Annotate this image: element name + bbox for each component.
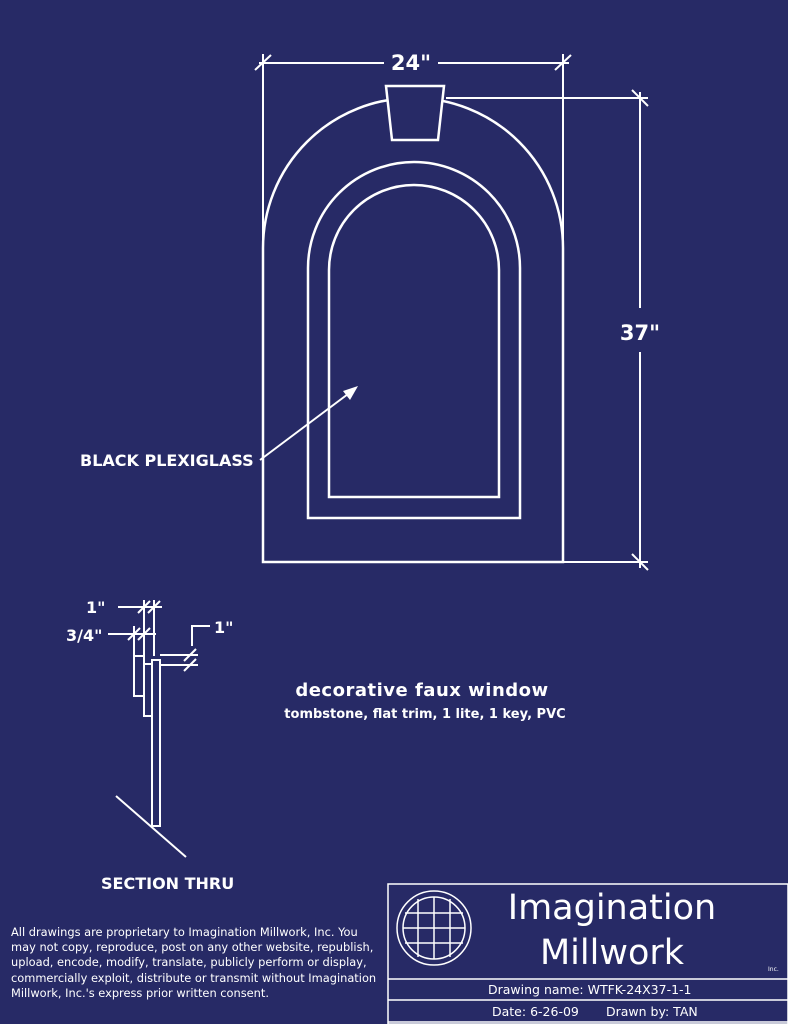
company-name-line2: Millwork	[539, 933, 685, 973]
section-dim-label-side: 1"	[214, 618, 233, 637]
window-keystone	[384, 84, 446, 142]
height-tick-top	[631, 89, 649, 107]
drawn-by-value: TAN	[673, 1004, 698, 1019]
section-trim-profile	[133, 655, 145, 697]
glass-callout-label: BLACK PLEXIGLASS	[80, 451, 254, 470]
drawn-by-row: Drawn by: TAN	[606, 1004, 698, 1019]
window-glass-opening	[327, 183, 501, 499]
height-dimension-label: 37"	[620, 321, 660, 345]
height-tick-bottom	[631, 553, 649, 571]
drawing-name-row: Drawing name: WTFK-24X37-1-1	[488, 982, 692, 997]
legal-notice: All drawings are proprietary to Imaginat…	[11, 925, 377, 1000]
width-dimension	[254, 54, 572, 250]
date-label: Date:	[492, 1004, 527, 1019]
section-dim-tick	[147, 600, 161, 614]
window-trim-outer	[306, 160, 522, 520]
section-dim-tick	[127, 627, 141, 641]
product-subtitle: tombstone, flat trim, 1 lite, 1 key, PVC	[284, 707, 565, 722]
date-row: Date: 6-26-09	[492, 1004, 579, 1019]
round-window-logo-icon	[396, 890, 472, 966]
window-elevation	[261, 84, 565, 564]
section-detail	[108, 600, 210, 858]
section-dim-leader	[191, 625, 210, 646]
section-callout-label: SECTION THRU	[101, 874, 234, 893]
glass-leader	[259, 386, 358, 461]
section-dim-tick	[183, 648, 197, 662]
section-dim-tick	[183, 658, 197, 672]
glass-leader-arrow-icon	[343, 386, 358, 400]
date-value: 6-26-09	[530, 1004, 579, 1019]
drawing-name-label: Drawing name:	[488, 982, 584, 997]
height-dimension	[446, 89, 649, 571]
width-dimension-label: 24"	[391, 51, 431, 75]
section-wall-profile	[151, 659, 161, 827]
title-block	[387, 883, 788, 1024]
drawing-name-value: WTFK-24X37-1-1	[587, 982, 692, 997]
section-dim-label-thickness: 3/4"	[66, 626, 102, 645]
section-ground-line	[115, 795, 187, 858]
section-frame-profile	[143, 663, 153, 717]
width-tick-left	[254, 54, 272, 71]
drawn-by-label: Drawn by:	[606, 1004, 670, 1019]
section-dim-label-top: 1"	[86, 598, 105, 617]
product-title: decorative faux window	[295, 680, 548, 701]
width-tick-right	[554, 54, 572, 71]
section-dim-tick	[137, 627, 151, 641]
glass-leader-line	[259, 387, 357, 461]
company-suffix: Inc.	[768, 966, 779, 973]
title-block-frame	[387, 883, 788, 1024]
section-dim-tick	[137, 600, 151, 614]
company-name: Imagination Millwork	[482, 886, 742, 976]
company-name-line1: Imagination	[507, 888, 717, 928]
